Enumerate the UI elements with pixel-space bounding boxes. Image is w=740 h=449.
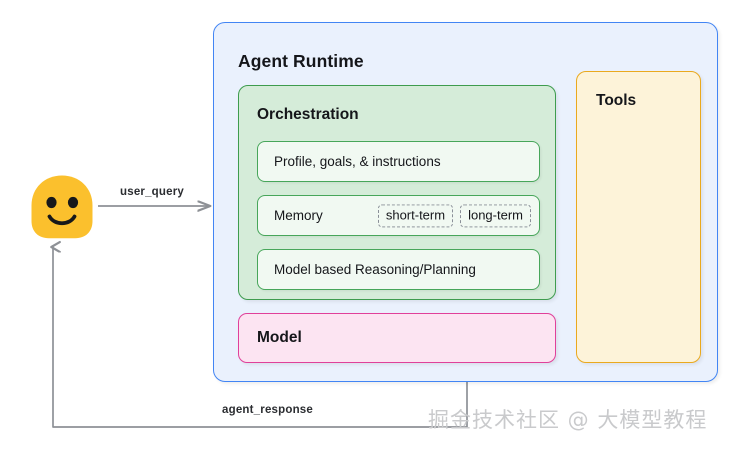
face-left-eye — [46, 196, 57, 209]
orchestration-row-model-reasoning-label: Model based Reasoning/Planning — [274, 262, 476, 277]
agent-response-label: agent_response — [222, 404, 313, 416]
orchestration-title: Orchestration — [257, 106, 359, 123]
orchestration-row-profile-label: Profile, goals, & instructions — [274, 154, 441, 169]
memory-chip-long-term: long-term — [460, 203, 531, 228]
orchestration-row-profile: Profile, goals, & instructions — [257, 141, 540, 182]
orchestration-container: Orchestration Profile, goals, & instruct… — [238, 85, 556, 300]
memory-chip-short-term: short-term — [377, 203, 454, 228]
orchestration-row-memory: Memory short-term long-term — [257, 195, 540, 236]
model-label: Model — [257, 329, 302, 346]
face-right-eye — [67, 196, 79, 209]
tools-container: Tools — [576, 71, 701, 363]
agent-runtime-container: Agent Runtime Orchestration Profile, goa… — [213, 22, 718, 382]
watermark-text: 掘金技术社区 @ 大模型教程 — [428, 408, 708, 432]
memory-chip-group: short-term long-term — [377, 203, 531, 228]
user-query-label: user_query — [120, 186, 185, 198]
tools-title: Tools — [596, 92, 637, 109]
orchestration-row-memory-label: Memory — [274, 208, 323, 223]
orchestration-row-model-reasoning: Model based Reasoning/Planning — [257, 249, 540, 290]
model-container: Model — [238, 313, 556, 363]
user-face-icon — [31, 175, 93, 239]
face-smile — [47, 214, 77, 226]
agent-runtime-title: Agent Runtime — [238, 51, 364, 71]
